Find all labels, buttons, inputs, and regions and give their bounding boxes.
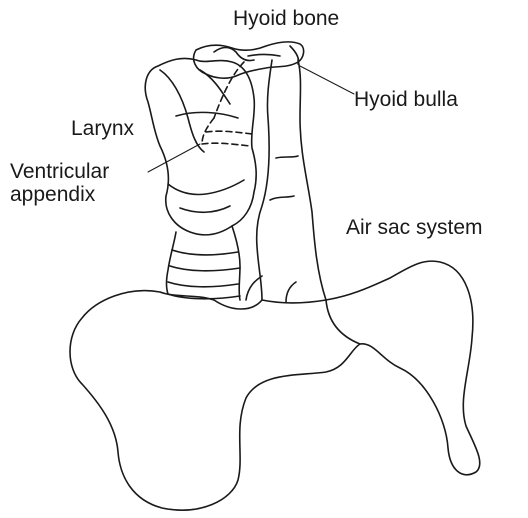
label-hyoid-bulla: Hyoid bulla [354,89,458,110]
label-hyoid-bone: Hyoid bone [233,8,339,29]
trachea [167,226,241,300]
label-larynx: Larynx [71,118,134,139]
air-sac-ascending-tube [257,60,326,300]
leader-ventricular-appendix [148,144,200,172]
larynx-body [145,48,256,235]
ventricular-appendix-shape [202,62,252,146]
air-sac-lower-body [70,261,480,510]
label-ventricular-appendix: Ventricular appendix [10,161,109,206]
leader-hyoid-bulla [300,66,354,94]
label-air-sac-system: Air sac system [346,217,483,238]
